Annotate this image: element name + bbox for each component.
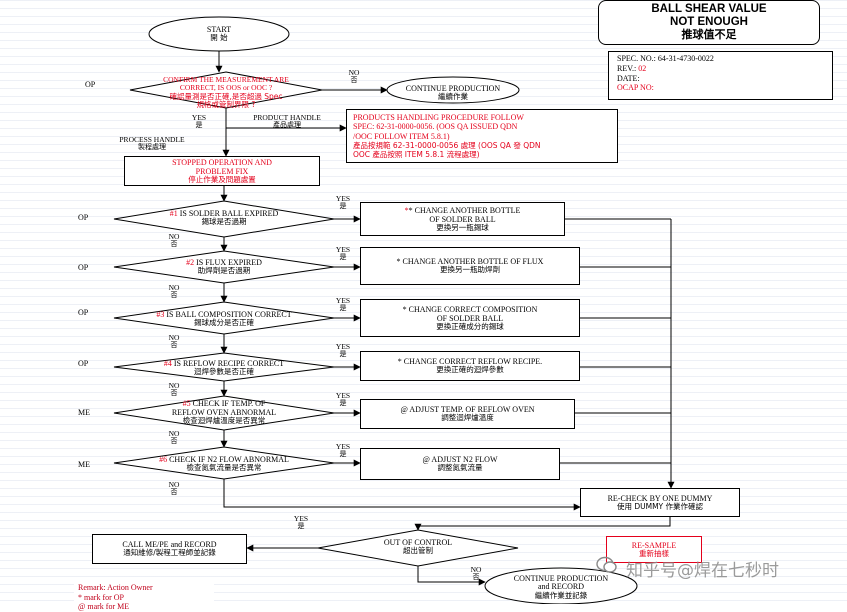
- owner-d6: ME: [78, 460, 90, 469]
- continue-bottom-terminator: [484, 567, 638, 604]
- owner-d3: OP: [78, 308, 89, 317]
- spec-date: DATE:: [617, 73, 640, 83]
- decision-1-text: #1 IS SOLDER BALL EXPIRED 錫球是否過期: [169, 209, 279, 227]
- owner-d1: OP: [78, 213, 89, 222]
- owner-d4: OP: [78, 359, 89, 368]
- flow-recheck-to-ooc: [414, 517, 671, 531]
- flow-ooc-no: [417, 566, 486, 586]
- flow-d6-no: [223, 479, 581, 511]
- spec-info-box: SPEC. NO.: 64-31-4730-0022 REV.: 02 DATE…: [608, 51, 833, 100]
- owner-confirm: OP: [85, 80, 96, 89]
- owner-d2: OP: [78, 263, 89, 272]
- chart-title: BALL SHEAR VALUE NOT ENOUGH 推球值不足: [598, 0, 820, 45]
- watermark-logo-icon: [596, 556, 617, 573]
- revision: REV.: 02: [617, 63, 647, 73]
- ocap-number: OCAP NO:: [617, 83, 654, 93]
- decision-5-text: #5 CHECK IF TEMP. OF REFLOW OVEN ABNORMA…: [171, 399, 277, 426]
- decision-4-text: #4 IS REFLOW RECIPE CORRECT 迴焊參數是否正確: [163, 359, 285, 377]
- remark-legend: Remark: Action Owner * mark for OP @ mar…: [74, 582, 214, 611]
- spec-number: SPEC. NO.: 64-31-4730-0022: [617, 54, 714, 63]
- action-box-4: * CHANGE CORRECT REFLOW RECIPE.更換正確的迴焊參數: [360, 351, 580, 381]
- decision-3-text: #3 IS BALL COMPOSITION CORRECT 錫球成分是否正確: [156, 310, 292, 328]
- watermark-text: 知乎号@焊在七秒时: [626, 561, 779, 581]
- decision-6-text: #6 CHECK IF N2 FLOW ABNORMAL 檢查氮氣流量是否異常: [159, 455, 289, 473]
- product-handling-box: PRODUCTS HANDLING PROCEDURE FOLLOW SPEC:…: [346, 109, 618, 163]
- decision-2-text: #2 IS FLUX EXPIRED 助焊劑是否過期: [186, 258, 262, 276]
- owner-d5: ME: [78, 408, 90, 417]
